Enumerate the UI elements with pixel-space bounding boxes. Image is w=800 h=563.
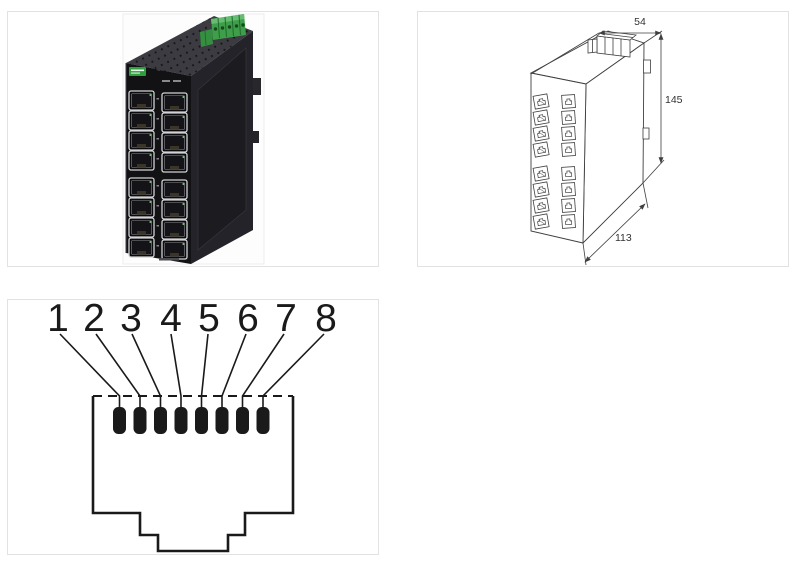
isometric-dimension-drawing: 54 145 113 xyxy=(529,16,683,266)
rj45-port-symbol xyxy=(532,165,550,182)
contact-pin xyxy=(154,407,167,434)
contact-pin xyxy=(195,407,208,434)
switch-side-face xyxy=(191,31,253,264)
rj45-port-symbol xyxy=(561,110,576,125)
din-clip-drawing xyxy=(643,59,651,74)
rj45-port xyxy=(161,179,188,200)
rj45-port xyxy=(128,150,155,171)
leader-lines xyxy=(59,333,325,410)
dimension-drawing-panel: 54 145 113 xyxy=(417,11,789,267)
product-photo-panel xyxy=(7,11,379,267)
jack-outline xyxy=(91,396,295,553)
power-terminal-block xyxy=(200,14,246,47)
rj45-port xyxy=(128,110,155,131)
contact-pins xyxy=(113,407,270,434)
rj45-port-symbol xyxy=(532,181,550,198)
rj45-port-symbol xyxy=(561,142,576,157)
rj45-port-symbol xyxy=(561,214,576,229)
rj45-port xyxy=(128,197,155,218)
rj45-port xyxy=(161,239,188,260)
led-label xyxy=(162,80,170,82)
rj45-port xyxy=(128,217,155,238)
front-screw xyxy=(157,67,161,71)
pin-number: 3 xyxy=(120,300,142,340)
height-dimension-label: 145 xyxy=(665,94,683,106)
pin-number: 7 xyxy=(275,300,297,340)
rj45-port-symbol xyxy=(561,198,576,213)
rj45-pinout-panel: 1 2 3 4 5 6 7 8 xyxy=(7,299,379,555)
rj45-port xyxy=(161,112,188,133)
rj45-port-symbol xyxy=(561,182,576,197)
depth-dimension: 113 xyxy=(582,182,649,266)
rj45-port xyxy=(128,177,155,198)
brand-logo xyxy=(129,67,146,76)
model-text-mark xyxy=(159,258,179,261)
width-dimension-label: 54 xyxy=(634,16,646,28)
switch-product-photo xyxy=(122,13,265,265)
din-clip-drawing xyxy=(642,127,650,140)
rj45-port xyxy=(161,152,188,173)
rj45-port xyxy=(128,130,155,151)
pin-number: 1 xyxy=(47,300,69,340)
rj45-port xyxy=(128,237,155,258)
rj45-port-symbol xyxy=(532,197,550,214)
din-clip-tab xyxy=(253,78,261,95)
rj45-port-symbol xyxy=(532,141,550,158)
rj45-port-symbol xyxy=(561,166,576,181)
height-dimension: 145 xyxy=(642,33,683,184)
contact-pin xyxy=(133,407,147,434)
rj45-pinout-diagram: 1 2 3 4 5 6 7 8 xyxy=(47,300,337,553)
port-number-strip xyxy=(156,98,159,247)
depth-dimension-label: 113 xyxy=(615,232,632,244)
pin-number: 6 xyxy=(237,300,259,340)
pin-numbers: 1 2 3 4 5 6 7 8 xyxy=(47,300,337,340)
pin-number: 5 xyxy=(198,300,220,340)
rj45-port xyxy=(161,199,188,220)
led-label xyxy=(173,80,181,82)
rj45-port-symbol xyxy=(532,109,550,126)
contact-pin xyxy=(215,407,229,434)
rj45-port-symbol xyxy=(561,94,576,109)
contact-pin xyxy=(256,407,270,434)
pin-number: 2 xyxy=(83,300,105,340)
rj45-port xyxy=(161,219,188,240)
rj45-port xyxy=(161,92,188,113)
pin-number: 4 xyxy=(160,300,182,340)
rj45-port-symbol xyxy=(561,126,576,141)
contact-pin xyxy=(113,407,126,434)
contact-pin xyxy=(174,407,188,434)
rj45-port-symbol xyxy=(532,93,550,110)
width-dimension: 54 xyxy=(530,16,663,75)
rj45-port xyxy=(161,132,188,153)
rj45-port-symbol xyxy=(532,213,550,230)
rj45-port xyxy=(128,90,155,111)
din-clip-tab xyxy=(253,131,259,143)
contact-pin xyxy=(236,407,249,434)
rj45-port-symbol xyxy=(532,125,550,142)
pin-number: 8 xyxy=(315,300,337,340)
